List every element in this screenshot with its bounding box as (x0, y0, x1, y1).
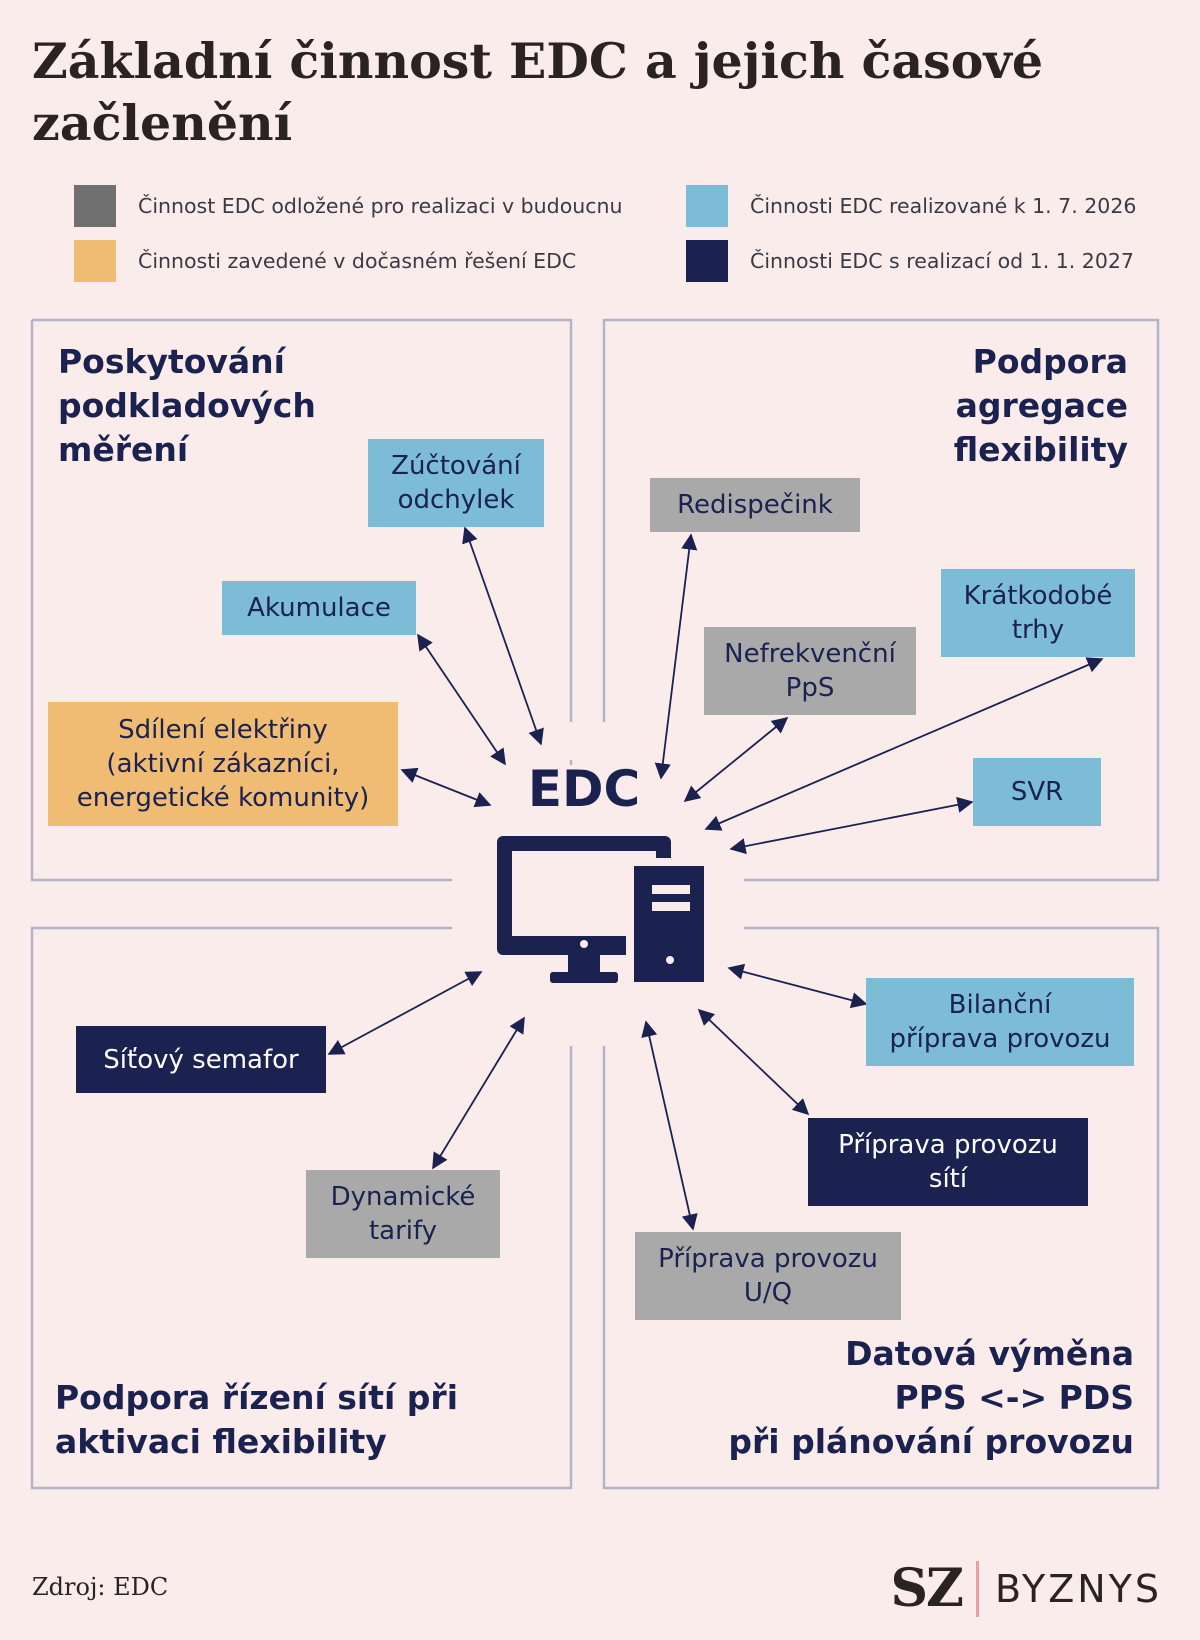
quadrant-title-top-right: Podpora agregace flexibility (953, 342, 1128, 469)
node-akumulace: Akumulace (222, 581, 416, 635)
computer-icon (497, 836, 712, 990)
arrow-dynamicke (432, 1016, 525, 1170)
legend-item-2027: Činnosti EDC s realizací od 1. 1. 2027 (686, 240, 1134, 282)
edc-label: EDC (527, 760, 641, 818)
logo-divider (976, 1560, 979, 1617)
legend-label: Činnosti EDC realizované k 1. 7. 2026 (750, 194, 1137, 218)
logo-sz: SZ (890, 1558, 964, 1619)
quadrant-title-top-left: Poskytování podkladových měření (58, 342, 316, 469)
legend-label: Činnost EDC odložené pro realizaci v bud… (138, 194, 623, 218)
arrow-zuctovani (462, 526, 544, 746)
node-redispecink: Redispečink (650, 478, 860, 532)
frame-top-left (32, 318, 573, 765)
frame-top-right (602, 318, 1160, 882)
arrow-sdileni (400, 767, 492, 808)
quadrant-title-bottom-right: Datová výměna PPS <-> PDS při plánování … (728, 1334, 1134, 1461)
legend-item-temporary: Činnosti zavedené v dočasném řešení EDC (74, 240, 576, 282)
legend-item-postponed: Činnost EDC odložené pro realizaci v bud… (74, 185, 622, 227)
logo-byznys: BYZNYS (995, 1566, 1162, 1611)
logo: SZ BYZNYS (890, 1558, 1162, 1619)
legend-label: Činnosti EDC s realizací od 1. 1. 2027 (750, 249, 1134, 273)
arrow-redispecink (654, 533, 698, 780)
quadrant-title-bottom-left: Podpora řízení sítí při aktivaci flexibi… (55, 1378, 459, 1461)
arrow-svr (729, 796, 974, 855)
arrow-priprava-uq (641, 1020, 698, 1231)
arrow-semafor (327, 971, 483, 1055)
node-svr: SVR (973, 758, 1101, 826)
legend-label: Činnosti zavedené v dočasném řešení EDC (138, 249, 577, 273)
legend-swatch-blue (686, 185, 728, 227)
source-note: Zdroj: EDC (32, 1573, 169, 1601)
arrow-nefrekvencni (683, 716, 789, 803)
arrow-priprava-siti (697, 1008, 810, 1116)
arrow-bilancni (727, 963, 868, 1009)
arrow-akumulace (417, 633, 506, 766)
legend-swatch-navy (686, 240, 728, 282)
frame-bottom-right (602, 926, 1160, 1490)
frame-bottom-left (30, 926, 573, 1490)
node-sdileni-elektriny: Sdílení elektřiny(aktivní zákazníci,ener… (48, 702, 398, 826)
legend-swatch-orange (74, 240, 116, 282)
node-sitovy-semafor: Síťový semafor (76, 1026, 326, 1093)
page-title: Základní činnost EDC a jejich časové zač… (32, 32, 1044, 152)
legend-swatch-gray (74, 185, 116, 227)
legend-item-2026: Činnosti EDC realizované k 1. 7. 2026 (686, 185, 1136, 227)
